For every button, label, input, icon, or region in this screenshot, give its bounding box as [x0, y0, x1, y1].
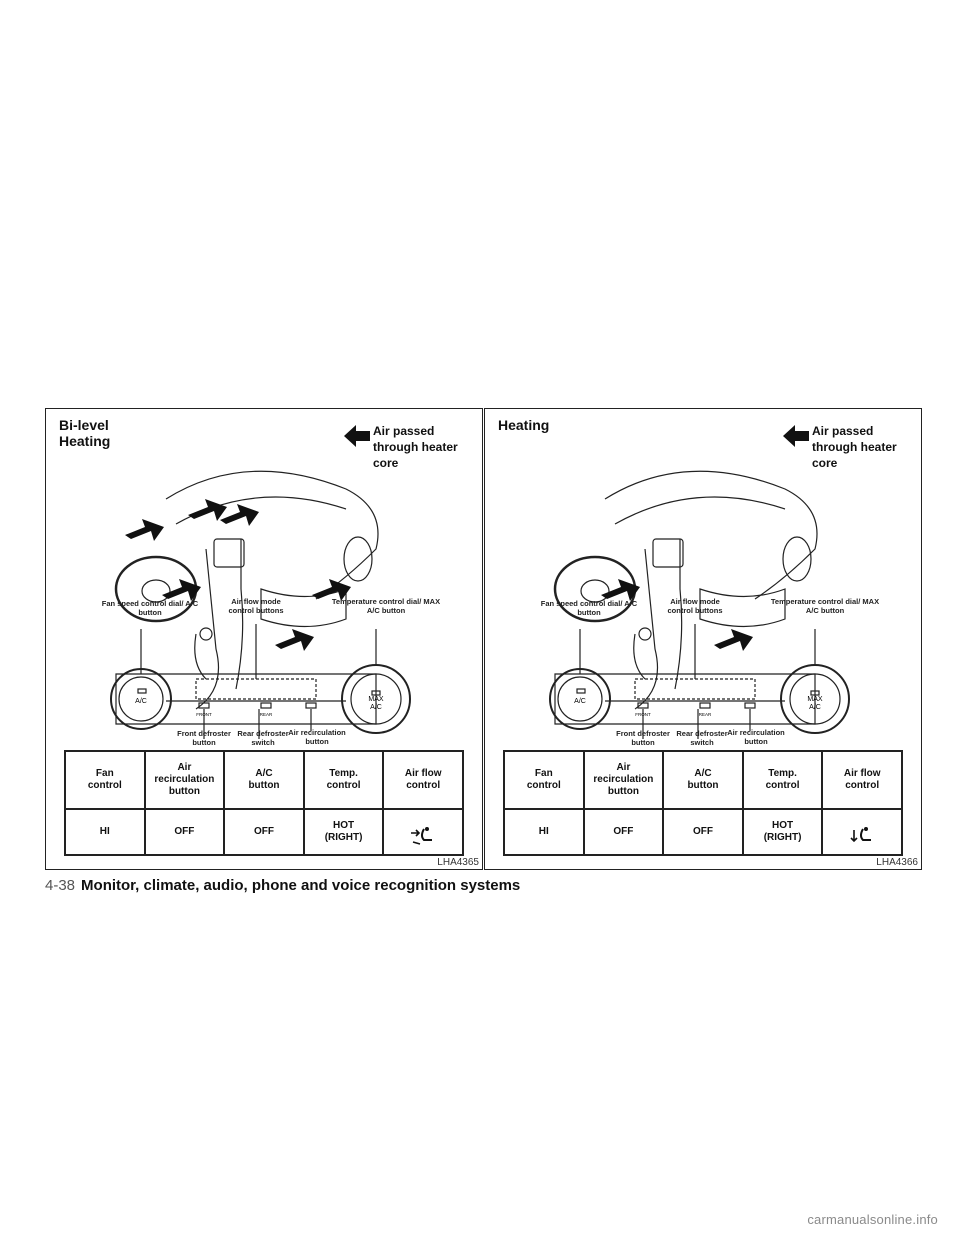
foot-vent-icon [850, 827, 872, 843]
table-header-cell: Temp. control [741, 750, 824, 810]
rear-label: REAR [260, 712, 273, 717]
table-header-cell: Air flow control [382, 750, 464, 810]
table-cell: HI [503, 808, 585, 856]
figure-code: LHA4365 [437, 857, 479, 868]
callout-temperature: Temperature control dial/ MAX A/C button [770, 597, 880, 615]
heater-air-arrow-icon [783, 425, 809, 447]
callout-rear-defroster: Rear defroster switch [676, 729, 728, 747]
callout-air-recirculation: Air recirculation button [727, 728, 785, 746]
max-label: MAX [807, 696, 823, 703]
legend: Air passed through heater core [344, 423, 479, 483]
table-header-row: Fan control Air recirculation button A/C… [64, 750, 464, 810]
table-header-cell: Fan control [503, 750, 585, 810]
table-header-cell: Temp. control [302, 750, 385, 810]
table-header-cell: Air flow control [821, 750, 903, 810]
table-cell-airflow [382, 808, 464, 856]
section-title: Monitor, climate, audio, phone and voice… [81, 877, 521, 894]
page-number: 4-38 [45, 877, 76, 894]
legend: Air passed through heater core [783, 423, 918, 483]
callout-fan-speed: Fan speed control dial/ A/C button [101, 599, 199, 617]
table-header-cell: Air recirculation button [582, 750, 665, 810]
callout-fan-speed: Fan speed control dial/ A/C button [540, 599, 638, 617]
table-header-cell: Air recirculation button [143, 750, 226, 810]
table-cell: HI [64, 808, 146, 856]
fan-dial-label: A/C [135, 698, 147, 705]
max-label: MAX [368, 696, 384, 703]
rear-label: REAR [699, 712, 712, 717]
table-cell: OFF [143, 808, 226, 856]
dashboard-illustration: A/C MAX A/C FRONT REAR [110, 470, 411, 739]
table-row: HI OFF OFF HOT (RIGHT) [64, 808, 464, 856]
page-footer: 4-38 Monitor, climate, audio, phone and v… [45, 876, 520, 896]
fan-dial-label: A/C [574, 698, 586, 705]
panel-title: Heating [498, 417, 550, 433]
table-header-cell: Fan control [64, 750, 146, 810]
settings-table: Fan control Air recirculation button A/C… [64, 750, 464, 856]
table-cell: OFF [662, 808, 744, 856]
watermark: carmanualsonline.info [807, 1212, 938, 1227]
table-header-cell: A/C button [662, 750, 744, 810]
callout-rear-defroster: Rear defroster switch [237, 729, 289, 747]
table-cell: HOT (RIGHT) [741, 808, 824, 856]
callout-air-flow-mode: Air flow mode control buttons [667, 597, 723, 615]
front-label: FRONT [635, 712, 651, 717]
dashboard-illustration: A/C MAX A/C FRONT REAR [549, 470, 850, 739]
temp-dial-label: A/C [370, 704, 382, 711]
table-cell: HOT (RIGHT) [302, 808, 385, 856]
table-row: HI OFF OFF HOT (RIGHT) [503, 808, 903, 856]
settings-table: Fan control Air recirculation button A/C… [503, 750, 903, 856]
table-cell: OFF [582, 808, 665, 856]
legend-text: Air passed through heater core [373, 424, 458, 470]
bi-level-vent-icon [411, 827, 433, 845]
callout-front-defroster: Front defroster button [177, 729, 231, 747]
callout-temperature: Temperature control dial/ MAX A/C button [331, 597, 441, 615]
figure-code: LHA4366 [876, 857, 918, 868]
panel-title: Bi-level Heating [59, 417, 111, 449]
table-header-row: Fan control Air recirculation button A/C… [503, 750, 903, 810]
figure-panel-bi-level-heating: Bi-level Heating Air passed through heat… [45, 408, 483, 870]
table-header-cell: A/C button [223, 750, 305, 810]
legend-text: Air passed through heater core [812, 424, 897, 470]
callout-air-recirculation: Air recirculation button [288, 728, 346, 746]
table-cell: OFF [223, 808, 305, 856]
callout-air-flow-mode: Air flow mode control buttons [228, 597, 284, 615]
figure-panel-heating: Heating Air passed through heater core [484, 408, 922, 870]
front-label: FRONT [196, 712, 212, 717]
table-cell-airflow [821, 808, 903, 856]
callout-front-defroster: Front defroster button [616, 729, 670, 747]
temp-dial-label: A/C [809, 704, 821, 711]
heater-air-arrow-icon [344, 425, 370, 447]
